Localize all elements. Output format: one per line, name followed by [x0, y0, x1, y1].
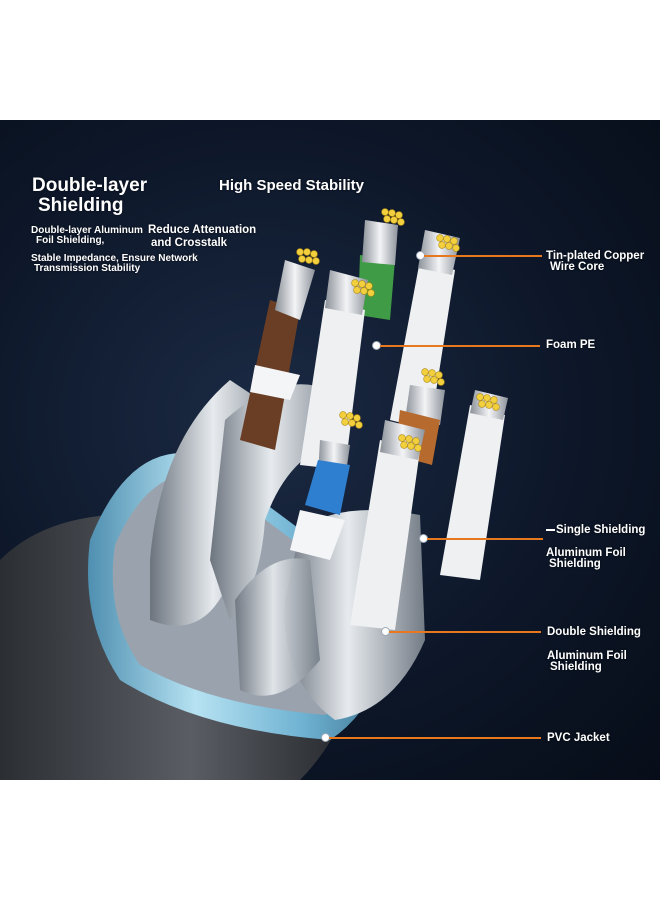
- tin-core-top-left: [296, 248, 320, 265]
- note-foil-line1: Double-layer Aluminum: [31, 225, 143, 236]
- note-attenuation-line2: and Crosstalk: [151, 237, 228, 249]
- heading-stability: High Speed Stability: [219, 177, 365, 194]
- callout-line-single-shielding: [427, 538, 543, 540]
- callout-double-sub-line1: Aluminum Foil: [547, 650, 627, 662]
- callout-line-pvc: [329, 737, 541, 739]
- heading-shielding-line1: Double-layer: [32, 175, 148, 196]
- callout-single-sub-line2: Shielding: [549, 558, 601, 570]
- tin-core-lower-center: [421, 368, 445, 386]
- callout-single-sub-line1: Aluminum Foil: [546, 547, 626, 559]
- diagram-panel: Double-layer Shielding High Speed Stabil…: [0, 120, 660, 780]
- cable-illustration: [0, 208, 508, 780]
- callout-copper-line2: Wire Core: [550, 261, 605, 273]
- callout-line-copper: [424, 255, 542, 257]
- callout-foam: Foam PE: [546, 339, 596, 351]
- callout-line-double-shielding: [389, 631, 541, 633]
- callout-line-foam: [380, 345, 540, 347]
- tin-core-lower-mid: [398, 434, 422, 452]
- heading-shielding-line2: Shielding: [38, 195, 124, 216]
- note-impedance-line1: Stable Impedance, Ensure Network: [31, 253, 198, 264]
- callout-copper-line1: Tin-plated Copper: [546, 250, 645, 262]
- single-shielding-dash: [546, 529, 555, 531]
- tin-core-mid: [351, 279, 375, 297]
- callout-double-sub-line2: Shielding: [550, 661, 602, 673]
- tin-core-top-right: [436, 234, 460, 252]
- note-attenuation-line1: Reduce Attenuation: [148, 224, 257, 236]
- callout-pvc: PVC Jacket: [547, 732, 610, 744]
- tin-core-lower-right: [476, 393, 500, 411]
- callout-single-shielding: Single Shielding: [556, 524, 646, 536]
- note-foil-line2: Foil Shielding,: [36, 235, 105, 246]
- tin-core-top-center: [381, 208, 405, 226]
- note-impedance-line2: Transmission Stability: [34, 263, 141, 274]
- callout-double-shielding: Double Shielding: [547, 626, 641, 638]
- tin-core-lower-left: [339, 411, 363, 429]
